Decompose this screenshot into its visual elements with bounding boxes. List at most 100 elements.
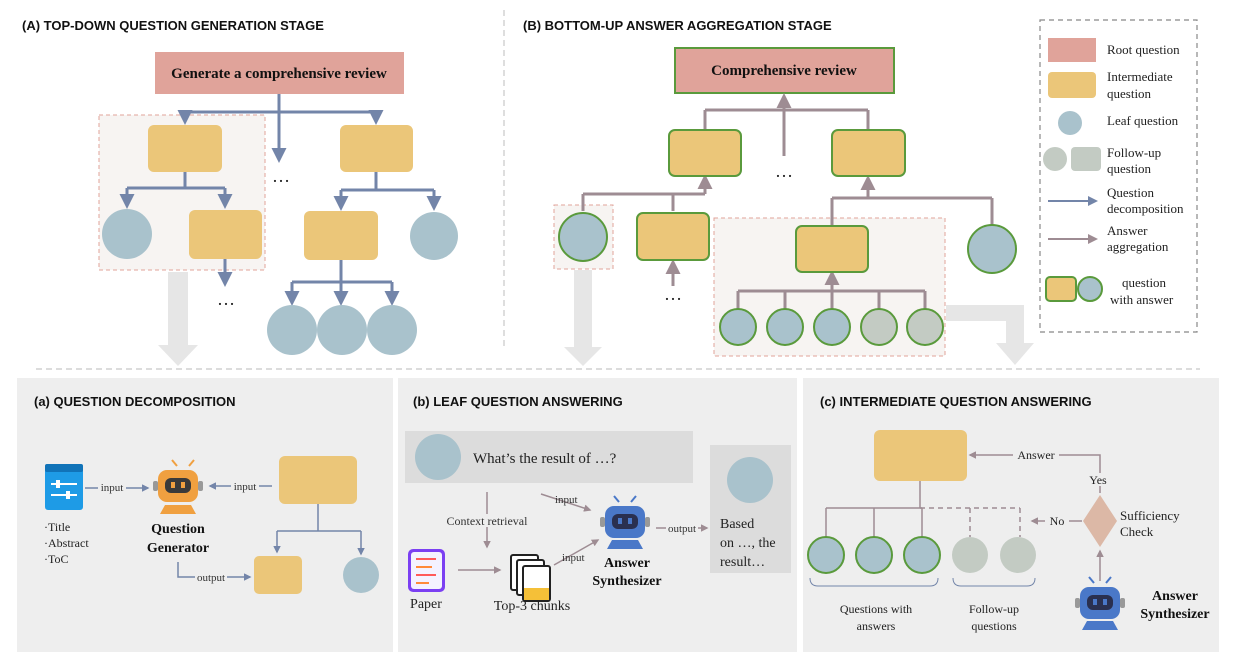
context-retrieval-label: Context retrieval [447, 514, 529, 528]
stage-a-leaf-1 [102, 209, 152, 259]
stage-b-ellipsis-bottom: … [664, 284, 682, 304]
stage-a-ellipsis-mid: … [272, 166, 290, 186]
panel-a-generated-intermediate [254, 556, 302, 594]
legend-aggregation-label-1: Answer [1107, 223, 1148, 238]
legend-followup-label-2: question [1107, 161, 1152, 176]
stage-a-title: (A) TOP-DOWN QUESTION GENERATION STAGE [22, 18, 324, 33]
panel-c-answered-leaf-3 [903, 536, 941, 574]
panel-c-answered-leaf-1 [807, 536, 845, 574]
stage-b-followup-2 [906, 308, 944, 346]
legend-leaf-label: Leaf question [1107, 113, 1179, 128]
stage-b-leaf-1 [558, 212, 608, 262]
panel-c-followup-1 [952, 537, 988, 573]
stage-b-leaf-4 [766, 308, 804, 346]
sufficiency-check-diamond [1083, 495, 1117, 547]
stage-a-decomposition-edges [119, 94, 442, 306]
answer-synthesizer-c-label-2: Synthesizer [1140, 607, 1209, 622]
stage-a-intermediate-right [340, 125, 413, 172]
doc-item-title: ·Title [44, 520, 70, 534]
paper-label: Paper [410, 597, 442, 612]
stage-a-intermediate-2 [189, 210, 262, 259]
panel-a-intermediate-node [279, 456, 357, 504]
legend-followup-circle [1043, 147, 1067, 171]
stage-b-leaf-3 [719, 308, 757, 346]
legend-answered-rect [1045, 276, 1077, 302]
question-generator-robot-icon [153, 459, 203, 514]
paper-icon [408, 549, 445, 592]
legend-answered-label-2: with answer [1110, 292, 1174, 307]
answer-synthesizer-c-label-1: Answer [1152, 589, 1198, 604]
stage-a-intermediate-3 [304, 211, 378, 260]
stage-b-ellipsis-mid: … [775, 161, 793, 181]
answer-text-line-3: result… [720, 555, 765, 570]
panel-a-title: (a) QUESTION DECOMPOSITION [34, 394, 236, 409]
panel-c-title: (c) INTERMEDIATE QUESTION ANSWERING [820, 394, 1092, 409]
follow-up-questions-bracket [952, 577, 1036, 587]
stage-b-leaf-5 [813, 308, 851, 346]
legend-intermediate-swatch [1048, 72, 1096, 98]
stage-a-leaf-3 [267, 305, 317, 355]
legend-root-swatch [1048, 38, 1096, 62]
legend-decomposition-label-2: decomposition [1107, 201, 1184, 216]
legend-followup-label-1: Follow-up [1107, 145, 1161, 160]
panel-b-input-label-2: input [562, 552, 585, 564]
stage-a-leaf-4 [317, 305, 367, 355]
stage-b-intermediate-2 [636, 212, 710, 261]
panel-a-output-label: output [197, 572, 225, 584]
panel-c-answer-label: Answer [1017, 448, 1054, 462]
answered-leaf-node [727, 457, 773, 503]
answer-synthesizer-b-label-1: Answer [604, 556, 650, 571]
stage-a-root-label: Generate a comprehensive review [171, 66, 387, 82]
chunks-icon [510, 554, 551, 602]
stage-a-intermediate-left [148, 125, 222, 172]
answer-text-line-1: Based [720, 517, 754, 532]
question-generator-label-1: Question [151, 522, 205, 537]
panel-b-input-label-1: input [555, 494, 578, 506]
stage-b-intermediate-right [831, 129, 906, 177]
sufficiency-check-label-2: Check [1120, 524, 1154, 539]
stage-b-leaf-2 [967, 224, 1017, 274]
legend-decomposition-label-1: Question [1107, 185, 1154, 200]
questions-with-answers-bracket [809, 577, 939, 587]
legend-answered-circle [1077, 276, 1103, 302]
answer-synthesizer-b-label-2: Synthesizer [592, 574, 661, 589]
stage-b-intermediate-3 [795, 225, 869, 273]
leaf-question-text: What’s the result of …? [473, 451, 617, 467]
stage-b-root-answer [674, 47, 895, 94]
stage-b-zoom-arrow-left [564, 270, 602, 366]
questions-with-answers-label-1: Questions with [840, 602, 912, 616]
question-generator-label-2: Generator [147, 541, 209, 556]
chunks-label: Top-3 chunks [494, 599, 570, 614]
panel-b-title: (b) LEAF QUESTION ANSWERING [413, 394, 623, 409]
leaf-question-node [415, 434, 461, 480]
panel-b-output-label: output [668, 523, 696, 535]
stage-b-intermediate-left [668, 129, 742, 177]
legend-aggregation-label-2: aggregation [1107, 239, 1169, 254]
stage-a-leaf-5 [367, 305, 417, 355]
panel-a-generated-leaf [343, 557, 379, 593]
legend-intermediate-label-2: question [1107, 86, 1152, 101]
legend-intermediate-label-1: Intermediate [1107, 69, 1173, 84]
panel-a-decomposition-edges [273, 504, 365, 556]
stage-b-title: (B) BOTTOM-UP ANSWER AGGREGATION STAGE [523, 18, 832, 33]
stage-a-leaf-2 [410, 212, 458, 260]
panel-c-background [803, 378, 1219, 652]
stage-a-ellipsis-bottom: … [217, 289, 235, 309]
questions-with-answers-label-2: answers [857, 619, 896, 633]
answer-text-line-2: on …, the [720, 536, 776, 551]
legend-root-label: Root question [1107, 42, 1180, 57]
follow-up-questions-label-1: Follow-up [969, 602, 1019, 616]
panel-a-background [17, 378, 393, 652]
sufficiency-check-label-1: Sufficiency [1120, 508, 1180, 523]
answer-synthesizer-robot-icon-b [600, 495, 650, 549]
stage-b-zoom-arrow-right [946, 305, 1034, 365]
panel-c-no-label: No [1050, 514, 1065, 528]
panel-c-intermediate-node [874, 430, 967, 481]
doc-item-abstract: ·Abstract [44, 536, 89, 550]
legend-followup-rect [1071, 147, 1101, 171]
legend-answered-label-1: question [1122, 275, 1167, 290]
stage-b-root-label: Comprehensive review [711, 63, 857, 79]
panel-b-input-arrow-1 [540, 493, 592, 512]
